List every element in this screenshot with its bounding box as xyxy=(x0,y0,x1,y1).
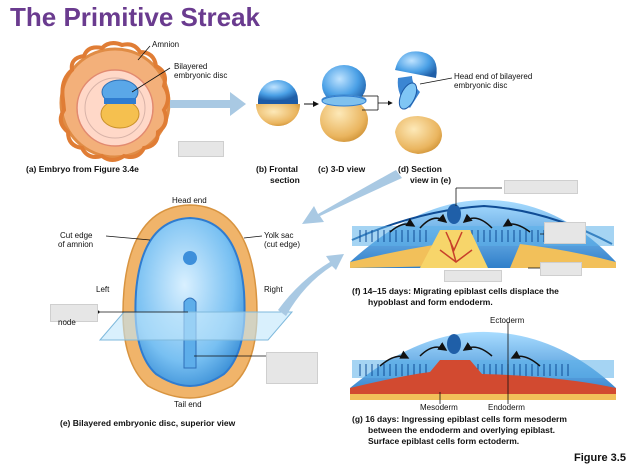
label-bilayered-disc-2: embryonic disc xyxy=(174,71,228,80)
frontal-section-b xyxy=(256,80,300,126)
caption-g-3: Surface epiblast cells form ectoderm. xyxy=(368,436,520,446)
label-left: Left xyxy=(96,285,110,294)
blank-label-box xyxy=(540,262,582,276)
blank-label-box xyxy=(544,222,586,244)
caption-c: (c) 3-D view xyxy=(318,164,366,174)
label-yolk-sac-1: Yolk sac xyxy=(264,231,294,240)
arrow-e-to-f xyxy=(278,254,344,316)
three-d-view-c xyxy=(320,65,368,142)
label-yolk-sac-2: (cut edge) xyxy=(264,240,301,249)
label-right: Right xyxy=(264,285,283,294)
caption-e: (e) Bilayered embryonic disc, superior v… xyxy=(60,418,236,428)
label-head-end-bilayered-2: embryonic disc xyxy=(454,81,508,90)
blank-label-box xyxy=(266,352,318,384)
arrow-a-to-b xyxy=(170,92,246,116)
bilayered-disc-superior-view xyxy=(96,204,294,399)
caption-f-2: hypoblast and form endoderm. xyxy=(368,297,493,307)
figure-number: Figure 3.5 xyxy=(574,452,626,464)
label-head-end-bilayered-1: Head end of bilayered xyxy=(454,72,533,81)
label-ectoderm: Ectoderm xyxy=(490,316,525,325)
label-cut-edge-1: Cut edge xyxy=(60,231,93,240)
label-cut-edge-2: of amnion xyxy=(58,240,94,249)
label-tail-end: Tail end xyxy=(174,400,202,409)
label-endoderm: Endoderm xyxy=(488,403,525,412)
caption-b-1: (b) Frontal xyxy=(256,164,299,174)
label-mesoderm: Mesoderm xyxy=(420,403,458,412)
blank-label-box xyxy=(444,270,502,282)
embryo-figure-a xyxy=(58,41,171,162)
page-title: The Primitive Streak xyxy=(10,2,260,32)
caption-g-1: (g) 16 days: Ingressing epiblast cells f… xyxy=(352,414,567,424)
caption-d-2: view in (e) xyxy=(410,175,452,185)
caption-b-2: section xyxy=(270,175,300,185)
caption-f-1: (f) 14–15 days: Migrating epiblast cells… xyxy=(352,286,559,296)
label-bilayered-disc-1: Bilayered xyxy=(174,62,208,71)
blank-label-box xyxy=(504,180,578,194)
arrow-d-to-e xyxy=(302,170,402,224)
cross-section-g xyxy=(350,322,616,404)
label-amnion: Amnion xyxy=(152,40,180,49)
caption-a: (a) Embryo from Figure 3.4e xyxy=(26,164,139,174)
caption-d-1: (d) Section xyxy=(398,164,442,174)
blank-label-box xyxy=(178,141,224,157)
label-head-end: Head end xyxy=(172,196,207,205)
caption-g-2: between the endoderm and overlying epibl… xyxy=(368,425,556,435)
section-view-d xyxy=(395,51,453,154)
blank-label-box xyxy=(50,304,98,322)
label-node: node xyxy=(58,318,76,327)
